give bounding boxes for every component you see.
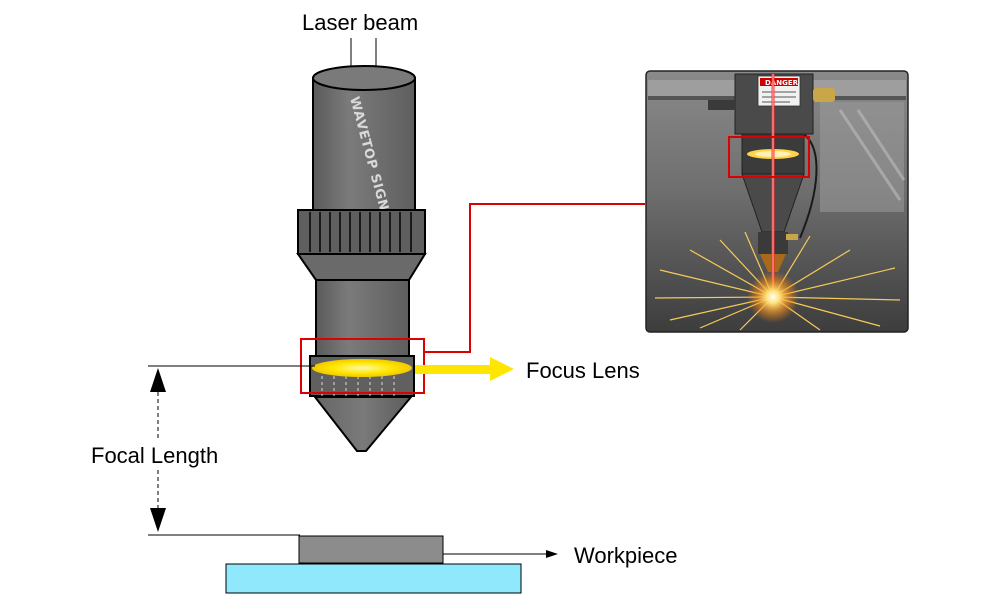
focus-lens [312,359,412,377]
head-taper [296,253,427,281]
danger-label-text: DANGER [765,79,799,87]
knurled-ring [297,209,426,255]
laser-beam-label: Laser beam [302,10,418,35]
machine-bed [225,563,522,594]
focus-lens-label: Focus Lens [526,358,640,383]
workpiece-label: Workpiece [574,543,678,568]
connector-line [424,203,645,353]
head-middle-tube [315,279,410,357]
focal-arrow-down [150,470,166,532]
focal-length-label: Focal Length [91,443,218,468]
laser-head-photo: DANGER [645,70,909,333]
focus-lens-arrow [415,357,514,381]
workpiece-pointer-arrowhead [546,550,558,558]
head-upper-cylinder [312,77,416,211]
workpiece [298,535,444,564]
focal-arrow-up [150,368,166,440]
laser-head: WAVETOP SIGN [296,65,427,452]
photo-lens-highlight-box [728,136,810,178]
knurl-lines [309,212,412,252]
nozzle-cone [312,396,414,452]
head-top-cap [312,65,416,91]
